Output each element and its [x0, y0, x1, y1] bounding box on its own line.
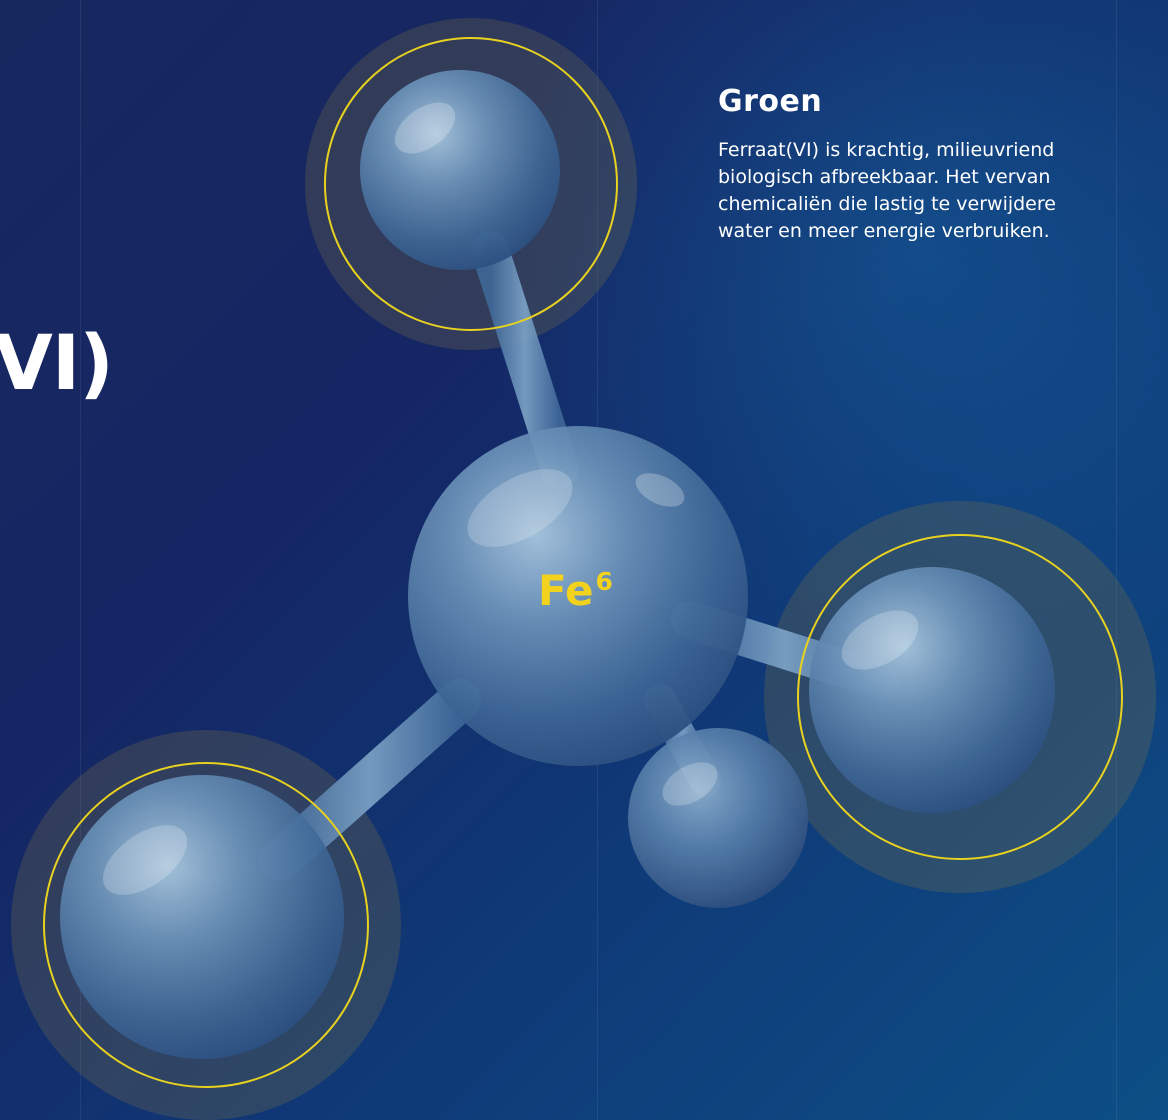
info-line: biologisch afbreekbaar. Het vervan	[718, 166, 1051, 188]
element-symbol: Fe	[538, 566, 594, 615]
info-line: Ferraat(VI) is krachtig, milieuvriend	[718, 139, 1055, 161]
atom-highlight-ring	[797, 534, 1123, 860]
atom-shine	[102, 825, 188, 895]
center-atom-label: Fe6	[538, 566, 613, 615]
atom-shine	[635, 473, 685, 507]
molecule-atom-center	[408, 426, 748, 766]
atom-highlight-ring	[43, 762, 369, 1088]
grid-line	[80, 0, 81, 1120]
info-line: water en meer energie verbruiken.	[718, 220, 1050, 242]
atom-shine	[662, 762, 718, 806]
info-heading: Groen	[718, 84, 823, 119]
atom-shine	[841, 610, 919, 670]
atom-shine	[394, 102, 456, 154]
atom-highlight-ring	[324, 37, 618, 331]
molecule-atom	[628, 728, 808, 908]
oxidation-state: 6	[595, 567, 613, 596]
molecule-atom	[809, 567, 1055, 813]
atom-shine	[467, 469, 573, 547]
page-title-fragment: VI)	[0, 318, 114, 407]
info-body: Ferraat(VI) is krachtig, milieuvriend bi…	[718, 137, 1158, 245]
grid-line	[1116, 0, 1117, 1120]
info-block: Groen Ferraat(VI) is krachtig, milieuvri…	[718, 84, 1158, 245]
molecule-atom	[60, 775, 344, 1059]
info-line: chemicaliën die lastig te verwijdere	[718, 193, 1056, 215]
molecule-atom	[360, 70, 560, 270]
